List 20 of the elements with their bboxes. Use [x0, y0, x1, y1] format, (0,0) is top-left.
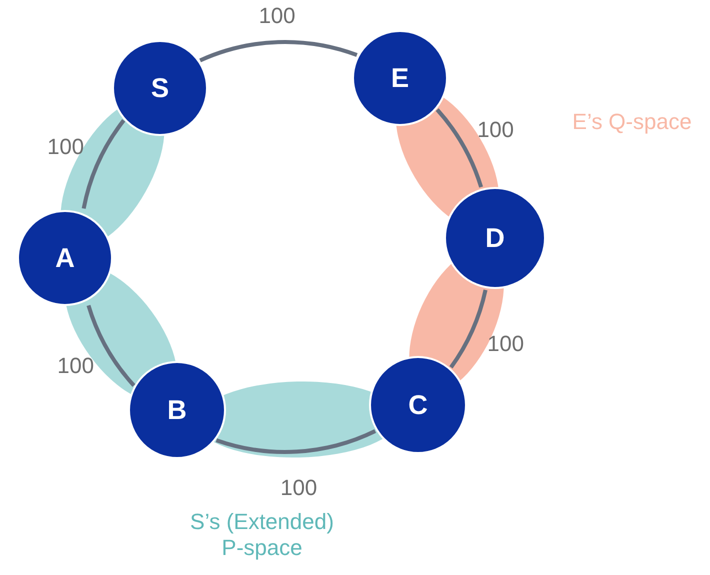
router-node: D — [444, 187, 546, 289]
edge-label: 100 — [280, 474, 318, 501]
link-line — [82, 119, 126, 209]
router-node: A — [17, 210, 113, 306]
edge-label: 100 — [258, 3, 296, 30]
router-node: B — [128, 361, 226, 459]
edge-label: 100 — [487, 330, 524, 357]
link-line — [86, 304, 136, 387]
router-node: C — [369, 356, 467, 454]
edge-label: 100 — [47, 134, 84, 160]
edge-label: 100 — [477, 116, 514, 143]
router-node: S — [112, 40, 208, 136]
link-line — [449, 289, 488, 368]
region-label: E’s Q-space — [571, 109, 693, 135]
edge-label: 100 — [57, 353, 94, 380]
link-line — [436, 108, 483, 188]
link-line — [216, 429, 376, 454]
link-line — [199, 40, 358, 62]
router-node: E — [352, 30, 448, 126]
region-label: S’s (Extended) P-space — [189, 509, 335, 561]
